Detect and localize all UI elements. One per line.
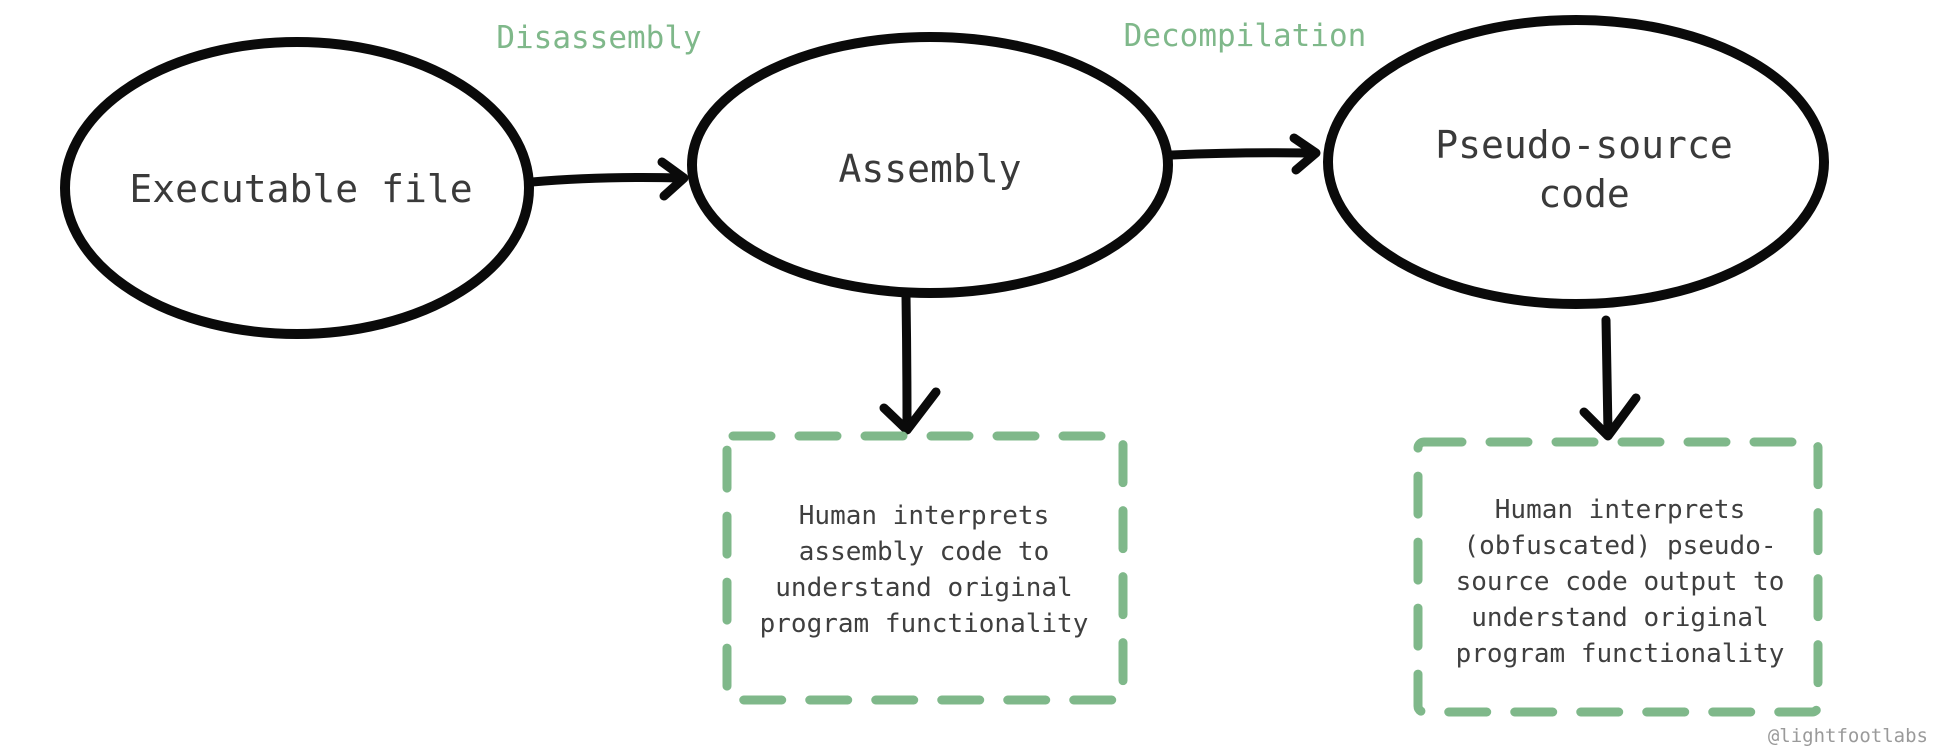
arrow-executable-to-assembly (527, 157, 689, 201)
pseudo-note-line-1: Human interprets (1495, 495, 1745, 525)
pseudo-source-note-box (1413, 437, 1823, 717)
node-assembly (687, 32, 1173, 298)
decompilation-edge-label: Decompilation (1124, 18, 1367, 54)
arrow-shaft (527, 173, 687, 187)
assembly-note-line-1: Human interprets (799, 501, 1049, 531)
assembly-note-box (722, 431, 1128, 705)
disassembly-edge-label: Disassembly (496, 20, 701, 56)
executable-file-label: Executable file (129, 167, 472, 211)
assembly-note-line-3: understand original (775, 573, 1072, 603)
pseudo-note-text: Human interprets (obfuscated) pseudo- so… (1456, 495, 1785, 669)
arrow-assembly-to-pseudo-source (1167, 133, 1321, 175)
pseudo-source-label-line-2: code (1538, 172, 1630, 216)
pseudo-note-line-3: source code output to (1456, 567, 1785, 597)
arrow-head (1289, 133, 1321, 175)
pseudo-source-label-line-1: Pseudo-source (1435, 123, 1732, 167)
pseudo-note-line-5: program functionality (1456, 639, 1785, 669)
arrow-head (657, 157, 689, 201)
pseudo-note-line-4: understand original (1471, 603, 1768, 633)
arrow-assembly-to-note (879, 291, 941, 435)
watermark: @lightfootlabs (1768, 725, 1928, 747)
arrow-head (1579, 393, 1641, 441)
assembly-note-text: Human interprets assembly code to unders… (760, 501, 1089, 639)
arrow-shaft (1601, 315, 1613, 437)
arrow-pseudo-source-to-note (1579, 315, 1641, 441)
pseudo-note-line-2: (obfuscated) pseudo- (1463, 531, 1776, 561)
node-executable-file (60, 37, 534, 339)
assembly-note-line-2: assembly code to (799, 537, 1049, 567)
arrow-shaft (901, 291, 912, 430)
assembly-label: Assembly (838, 147, 1021, 191)
arrow-shaft (1167, 148, 1317, 160)
assembly-note-line-4: program functionality (760, 609, 1089, 639)
node-pseudo-source-code (1323, 15, 1829, 309)
arrow-head (879, 387, 941, 435)
